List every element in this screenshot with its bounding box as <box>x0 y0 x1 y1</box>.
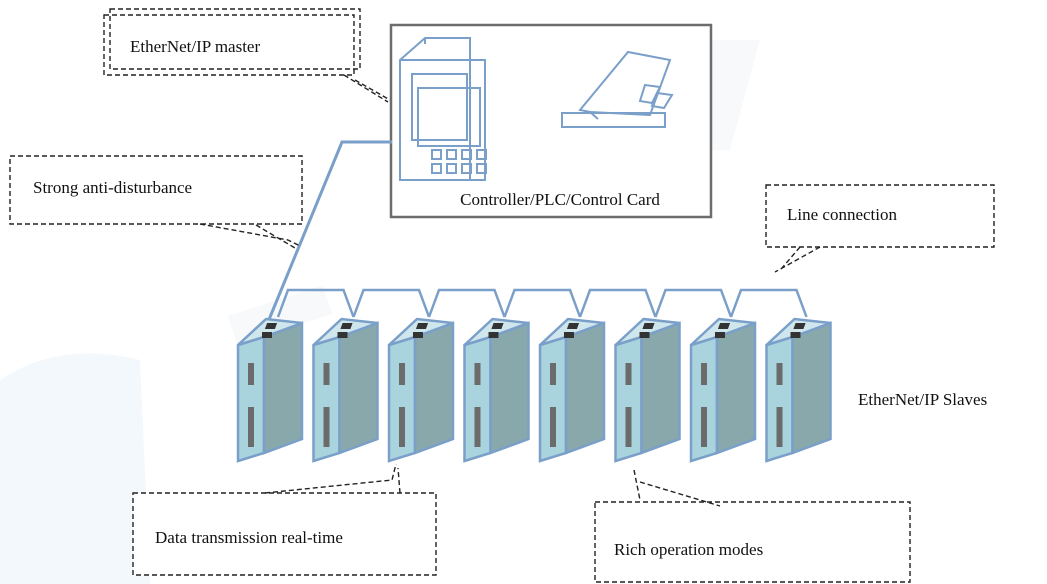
status-slot <box>474 363 481 385</box>
slave-link-cable <box>654 288 733 318</box>
ethernet-port-icon <box>488 332 499 338</box>
slave-link-cable <box>427 288 506 318</box>
connector-slot <box>474 407 481 447</box>
status-slot <box>323 363 330 385</box>
ethernet-port-icon <box>413 332 423 338</box>
callout-master: EtherNet/IP master <box>103 8 391 103</box>
ethernet-port-icon <box>415 323 429 329</box>
callout-master-label: EtherNet/IP master <box>130 37 260 56</box>
connector-slot <box>323 407 330 447</box>
ethernet-port-icon <box>717 323 731 329</box>
ethernet-port-icon <box>715 332 725 338</box>
slave-device <box>765 317 832 463</box>
status-slot <box>701 363 707 385</box>
master-frame <box>389 23 713 219</box>
callout-anti-disturbance: Strong anti-disturbance <box>9 155 303 249</box>
slave-side-face <box>489 321 530 455</box>
ethernet-port-icon <box>337 332 348 338</box>
slaves-label: EtherNet/IP Slaves <box>858 390 987 409</box>
slave-chain <box>236 288 832 463</box>
slave-side-face <box>791 321 832 455</box>
slave-side-face <box>262 321 304 455</box>
status-slot <box>625 363 632 385</box>
master-device-label: Controller/PLC/Control Card <box>460 190 660 209</box>
status-slot <box>399 363 405 385</box>
connector-slot <box>399 407 405 447</box>
callout-line-connection-label: Line connection <box>787 205 897 224</box>
status-slot <box>248 363 254 385</box>
slave-device <box>312 317 379 463</box>
slave-link-cable <box>578 288 657 318</box>
callout-line-connection: Line connection <box>765 184 995 273</box>
ethernet-port-icon <box>642 323 655 329</box>
slave-device <box>689 317 757 463</box>
connector-slot <box>248 407 254 447</box>
connector-slot <box>625 407 632 447</box>
callout-real-time-label: Data transmission real-time <box>155 528 343 547</box>
slave-device <box>538 317 606 463</box>
slave-device <box>236 317 304 463</box>
slave-link-cable <box>729 288 808 318</box>
slave-side-face <box>715 321 757 455</box>
ethernet-port-icon <box>639 332 650 338</box>
ethernet-port-icon <box>793 323 806 329</box>
connector-slot <box>776 407 783 447</box>
callout-anti-disturbance-label: Strong anti-disturbance <box>33 178 192 197</box>
slave-device <box>463 317 530 463</box>
ethernet-port-icon <box>566 323 580 329</box>
callout-real-time: Data transmission real-time <box>132 463 437 576</box>
status-slot <box>550 363 556 385</box>
ethernet-port-icon <box>340 323 353 329</box>
slave-device <box>614 317 681 463</box>
slave-side-face <box>413 321 455 455</box>
connector-slot <box>550 407 556 447</box>
status-slot <box>776 363 783 385</box>
callout-operation-modes-label: Rich operation modes <box>614 540 763 559</box>
slave-link-cable <box>352 288 431 318</box>
connector-slot <box>701 407 707 447</box>
callout-operation-modes: Rich operation modes <box>594 469 911 583</box>
control-card-icon <box>561 50 674 128</box>
slave-link-cable <box>276 288 355 318</box>
ethernet-port-icon <box>264 323 278 329</box>
slave-device <box>387 317 455 463</box>
ethernet-port-icon <box>262 332 272 338</box>
ethernet-port-icon <box>564 332 574 338</box>
ethernet-port-icon <box>790 332 801 338</box>
master-cable <box>266 140 392 323</box>
plc-cabinet-icon <box>399 37 487 181</box>
slave-side-face <box>640 321 681 455</box>
slave-side-face <box>564 321 606 455</box>
slave-link-cable <box>503 288 582 318</box>
ethernet-port-icon <box>491 323 504 329</box>
slave-side-face <box>338 321 379 455</box>
